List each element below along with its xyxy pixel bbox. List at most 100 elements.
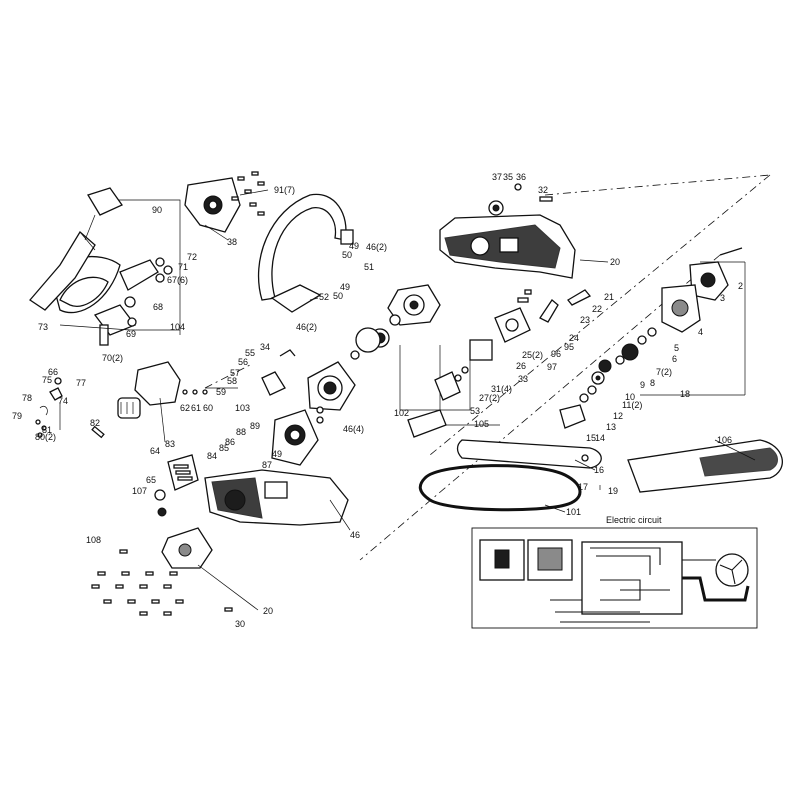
part-label: 78 (22, 393, 32, 403)
sprocket-cover (350, 284, 441, 360)
motor-housing-top (439, 214, 576, 279)
circuit-title: Electric circuit (606, 515, 662, 525)
callout-brackets (59, 199, 746, 490)
part-label: 46(2) (366, 242, 387, 252)
part-label: 11(2) (622, 400, 642, 410)
part-label: 62 (180, 403, 190, 413)
assembly-dash-lines (204, 174, 771, 561)
part-label: 60 (203, 403, 213, 413)
motor-housing-bottom (167, 454, 349, 526)
right-side-components (559, 247, 743, 429)
part-label: 71 (178, 262, 188, 272)
part-number-labels: 9073681046970(2)727167(6)3891(7)5246(2)4… (12, 172, 743, 629)
part-label: 50 (342, 250, 352, 260)
part-label: 2 (738, 281, 743, 291)
part-label: 82 (90, 418, 100, 428)
part-label: 56 (238, 357, 248, 367)
part-label: 51 (364, 262, 374, 272)
part-label: 97 (547, 362, 557, 372)
part-label: 6 (672, 354, 677, 364)
part-label: 20 (263, 606, 273, 616)
part-label: 101 (566, 507, 581, 517)
leader-lines (59, 189, 756, 611)
part-label: 58 (227, 376, 237, 386)
part-label: 7(2) (656, 367, 672, 377)
part-label: 34 (260, 342, 270, 352)
part-label: 104 (170, 322, 185, 332)
part-label: 88 (236, 427, 246, 437)
part-label: 30 (235, 619, 245, 629)
part-label: 46(2) (296, 322, 317, 332)
part-label: 86 (225, 437, 235, 447)
part-label: 17 (578, 482, 588, 492)
part-label: 10 (625, 392, 635, 402)
electric-circuit (471, 527, 758, 629)
part-label: 15 (586, 433, 596, 443)
screws-group-91 (231, 171, 265, 216)
part-label: 74 (58, 396, 68, 406)
part-label: 3 (720, 293, 725, 303)
part-label: 91(7) (274, 185, 295, 195)
part-label: 87 (262, 460, 272, 470)
part-label: 108 (86, 535, 101, 545)
switch-assembly (407, 289, 592, 438)
part-label: 21 (604, 292, 614, 302)
bar-cover (627, 439, 783, 493)
part-label: 106 (717, 435, 732, 445)
part-label: 49 (340, 282, 350, 292)
front-handle (257, 193, 354, 313)
part-label: 66 (48, 367, 58, 377)
part-label: 36 (516, 172, 526, 182)
part-label: 83 (165, 439, 175, 449)
part-label: 79 (12, 411, 22, 421)
part-label: 102 (394, 408, 409, 418)
part-label: 18 (680, 389, 690, 399)
screws-group-31 (91, 549, 233, 616)
part-label: 59 (216, 387, 226, 397)
part-label: 49 (272, 449, 282, 459)
part-label: 9 (640, 380, 645, 390)
part-label: 90 (152, 205, 162, 215)
part-label: 95 (564, 342, 574, 352)
part-label: 103 (235, 403, 250, 413)
part-label: 31(4) (491, 384, 512, 394)
clamp-part (184, 177, 241, 233)
part-label: 68 (153, 302, 163, 312)
part-label: 26 (516, 361, 526, 371)
part-label: 53 (470, 406, 480, 416)
part-label: 22 (592, 304, 602, 314)
part-label: 73 (38, 322, 48, 332)
part-label: 85 (219, 443, 229, 453)
gearbox-assembly (271, 361, 356, 466)
part-label: 49 (349, 241, 359, 251)
part-label: 32 (538, 185, 548, 195)
guide-bar (456, 439, 602, 469)
part-label: 50 (333, 291, 343, 301)
part-label: 105 (474, 419, 489, 429)
hand-guard-assembly (29, 187, 173, 346)
part-label: 37 (492, 172, 502, 182)
part-label: 61 (191, 403, 201, 413)
part-label: 24 (569, 333, 579, 343)
part-label: 12 (613, 411, 623, 421)
small-gear-parts (488, 183, 553, 216)
part-label: 46(4) (343, 424, 364, 434)
part-label: 16 (594, 465, 604, 475)
part-label: 70(2) (102, 353, 123, 363)
part-label: 55 (245, 348, 255, 358)
part-label: 81 (42, 425, 52, 435)
part-label: 52 (319, 292, 329, 302)
part-label: 64 (150, 446, 160, 456)
part-label: 67(6) (167, 275, 188, 285)
part-label: 46 (350, 530, 360, 540)
part-label: 65 (146, 475, 156, 485)
part-label: 14 (595, 433, 605, 443)
part-label: 35 (503, 172, 513, 182)
part-label: 5 (674, 343, 679, 353)
saw-chain (418, 464, 582, 512)
part-label: 33 (518, 374, 528, 384)
part-label: 107 (132, 486, 147, 496)
part-label: 20 (610, 257, 620, 267)
part-label: 19 (608, 486, 618, 496)
part-label: 13 (606, 422, 616, 432)
